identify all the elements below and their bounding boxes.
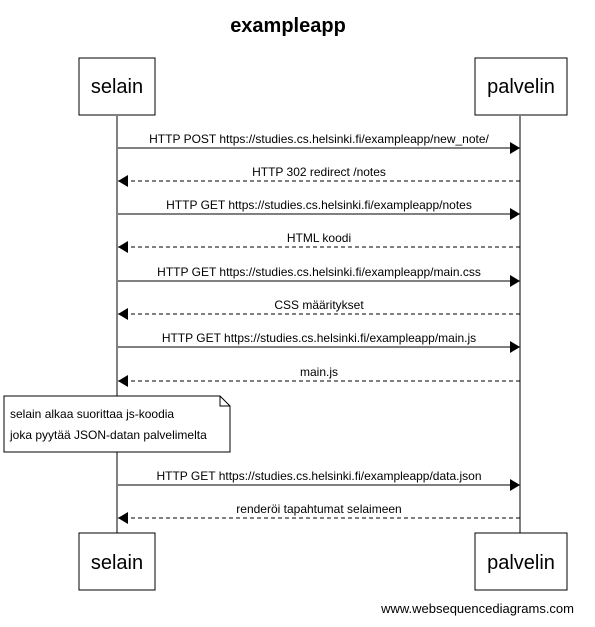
- message-3: HTTP GET https://studies.cs.helsinki.fi/…: [118, 198, 520, 220]
- message-label: HTTP GET https://studies.cs.helsinki.fi/…: [166, 198, 472, 212]
- message-1: HTTP POST https://studies.cs.helsinki.fi…: [118, 132, 520, 154]
- note-line-1: selain alkaa suorittaa js-koodia: [10, 407, 174, 421]
- message-4: HTML koodi: [118, 231, 520, 253]
- message-2: HTTP 302 redirect /notes: [118, 165, 520, 187]
- message-label: CSS määritykset: [274, 298, 364, 312]
- participant-right-label: palvelin: [487, 552, 555, 574]
- participant-left-label: selain: [91, 552, 143, 574]
- message-10: renderöi tapahtumat selaimeen: [118, 502, 520, 524]
- participant-right-top: palvelin: [474, 57, 568, 116]
- message-8: main.js: [118, 365, 520, 387]
- message-label: HTTP POST https://studies.cs.helsinki.fi…: [149, 132, 489, 146]
- message-label: HTTP GET https://studies.cs.helsinki.fi/…: [156, 469, 481, 483]
- message-9: HTTP GET https://studies.cs.helsinki.fi/…: [118, 469, 520, 491]
- message-6: CSS määritykset: [118, 298, 520, 320]
- diagram-title: exampleapp: [230, 15, 346, 37]
- participant-right-label: palvelin: [487, 76, 555, 98]
- footer-watermark: www.websequencediagrams.com: [380, 601, 574, 616]
- message-label: HTML koodi: [287, 231, 351, 245]
- participant-left-bottom: selain: [78, 532, 156, 591]
- note-line-2: joka pyytää JSON-datan palvelimelta: [9, 428, 207, 442]
- message-label: HTTP 302 redirect /notes: [252, 165, 386, 179]
- message-5: HTTP GET https://studies.cs.helsinki.fi/…: [118, 265, 520, 287]
- note: selain alkaa suorittaa js-koodia joka py…: [3, 395, 231, 453]
- message-label: main.js: [300, 365, 338, 379]
- message-7: HTTP GET https://studies.cs.helsinki.fi/…: [118, 331, 520, 353]
- participant-left-label: selain: [91, 76, 143, 98]
- message-label: HTTP GET https://studies.cs.helsinki.fi/…: [157, 265, 481, 279]
- message-label: HTTP GET https://studies.cs.helsinki.fi/…: [162, 331, 476, 345]
- message-label: renderöi tapahtumat selaimeen: [236, 502, 401, 516]
- participant-right-bottom: palvelin: [474, 532, 568, 591]
- participant-left-top: selain: [78, 57, 156, 116]
